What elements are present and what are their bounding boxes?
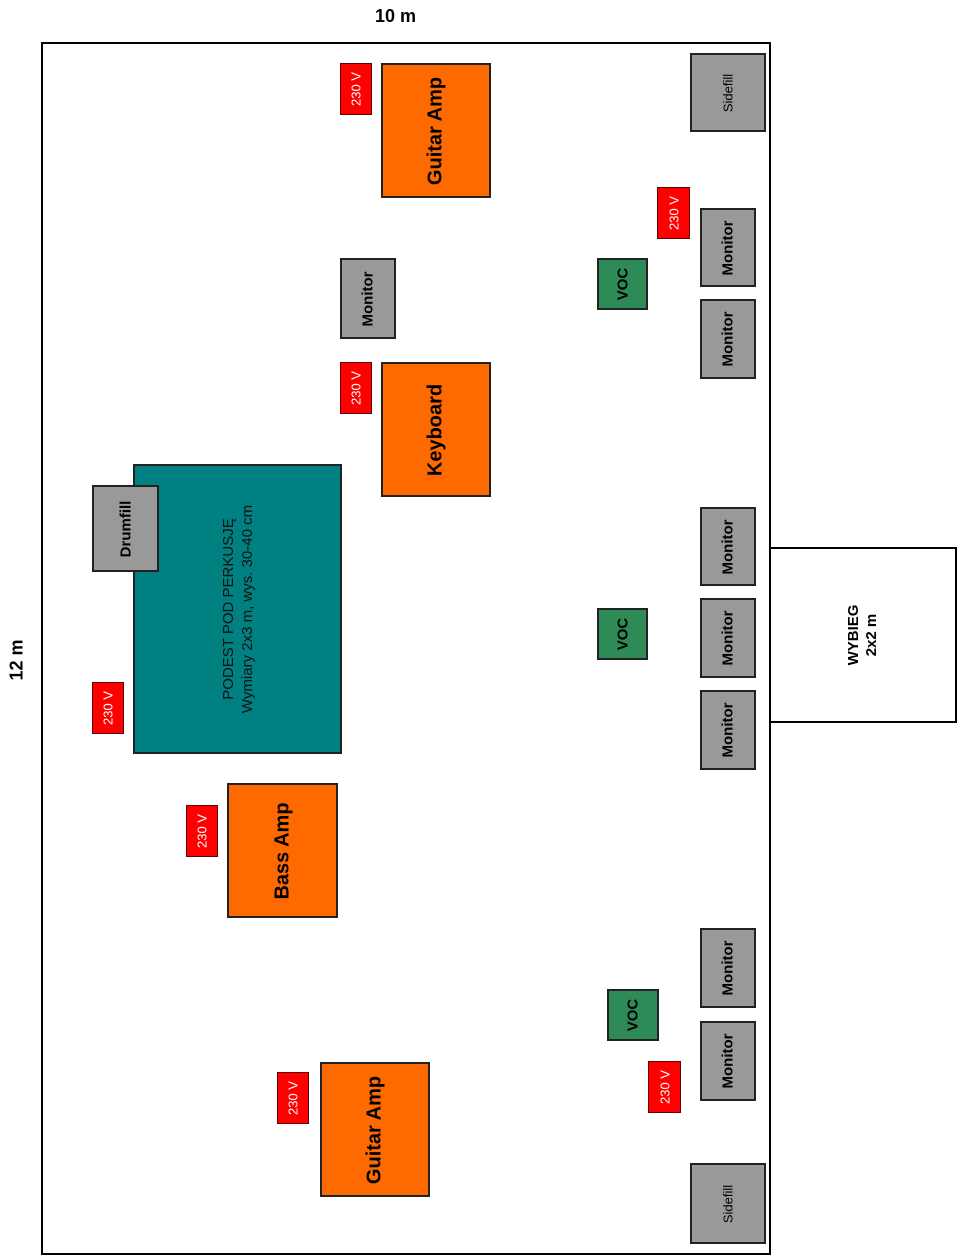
guitar-amp-bottom: Guitar Amp: [320, 1062, 430, 1197]
monitor-wedge: Monitor: [700, 928, 756, 1008]
stage-area: [41, 42, 771, 1255]
stage-height-label: 12 m: [6, 639, 27, 681]
runway-size: 2x2 m: [863, 613, 880, 657]
monitor-wedge: Monitor: [700, 598, 756, 678]
vocal-mic: VOC: [597, 608, 648, 660]
sidefill-speaker-top: Sidefill: [690, 53, 766, 132]
monitor-wedge: Monitor: [700, 690, 756, 770]
power-outlet: 230 V: [648, 1061, 681, 1113]
drumfill-speaker: Drumfill: [92, 485, 159, 572]
power-outlet: 230 V: [92, 682, 124, 734]
monitor-wedge: Monitor: [700, 1021, 756, 1101]
runway-title: WYBIEG: [845, 604, 862, 666]
power-outlet: 230 V: [340, 63, 372, 115]
runway: WYBIEG 2x2 m: [771, 547, 957, 723]
sidefill-speaker-bottom: Sidefill: [690, 1163, 766, 1244]
bass-amp: Bass Amp: [227, 783, 338, 918]
stage-width-label: 10 m: [375, 6, 417, 26]
drum-riser: PODEST POD PERKUSJĘ Wymiary 2x3 m, wys. …: [133, 464, 342, 754]
vocal-mic: VOC: [597, 258, 648, 310]
power-outlet: 230 V: [277, 1072, 309, 1124]
power-outlet: 230 V: [186, 805, 218, 857]
monitor-wedge: Monitor: [700, 208, 756, 287]
monitor-wedge: Monitor: [700, 299, 756, 379]
vocal-mic: VOC: [607, 989, 659, 1041]
drum-riser-dimensions: Wymiary 2x3 m, wys. 30-40 cm: [238, 504, 256, 714]
keyboard-amp: Keyboard: [381, 362, 491, 497]
power-outlet: 230 V: [657, 187, 690, 239]
guitar-amp-top: Guitar Amp: [381, 63, 491, 198]
monitor-wedge: Monitor: [700, 507, 756, 586]
monitor-wedge: Monitor: [340, 258, 396, 339]
power-outlet: 230 V: [340, 362, 372, 414]
drum-riser-title: PODEST POD PERKUSJĘ: [219, 518, 237, 700]
